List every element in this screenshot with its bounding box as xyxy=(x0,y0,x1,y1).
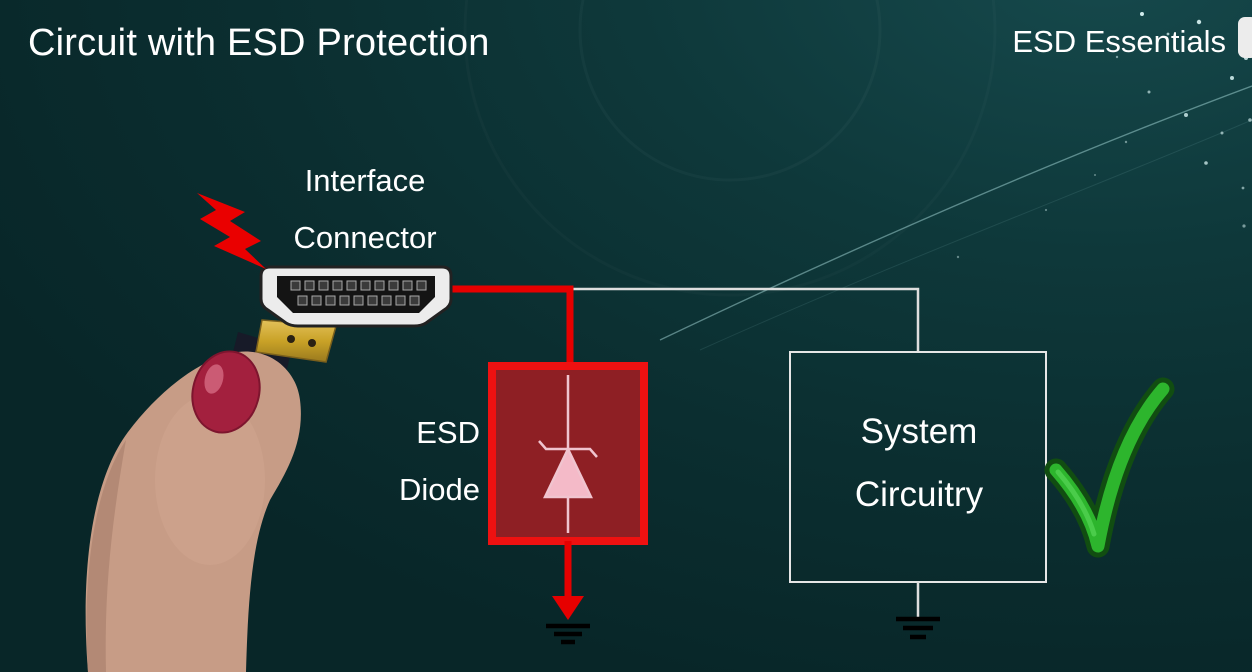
system-circuitry-label-line2: Circuitry xyxy=(854,475,984,514)
system-circuitry-label-line1: System xyxy=(860,412,978,451)
signal-curve xyxy=(659,85,1252,341)
thumb-nail xyxy=(191,350,261,434)
ground-symbol-right xyxy=(896,582,940,640)
brand-logo-icon xyxy=(1238,17,1252,58)
interface-connector-label: Interface Connector xyxy=(245,152,485,266)
slide-title: Circuit with ESD Protection xyxy=(28,22,490,64)
system-circuitry-label: System Circuitry xyxy=(790,400,1048,526)
esd-diode-box xyxy=(488,362,648,545)
hdmi-connector-image xyxy=(259,265,453,328)
esd-diode-label-line2: Diode xyxy=(399,472,480,507)
checkmark-icon xyxy=(1044,377,1175,558)
white-wire xyxy=(570,287,920,353)
esd-diode-label-line1: ESD xyxy=(416,415,480,450)
lightning-bolt-icon xyxy=(197,193,266,269)
esd-diode-label: ESD Diode xyxy=(330,404,480,518)
interface-connector-label-line1: Interface xyxy=(304,163,426,198)
zener-diode-symbol xyxy=(538,375,598,533)
ground-symbol-left xyxy=(546,541,590,645)
connector-pins xyxy=(290,280,427,306)
red-wire xyxy=(444,285,574,370)
interface-connector-label-line2: Connector xyxy=(293,220,437,255)
background-decor xyxy=(659,12,1252,351)
hand-image xyxy=(85,319,337,672)
brand-wordmark: ESD Essentials xyxy=(1012,24,1226,59)
